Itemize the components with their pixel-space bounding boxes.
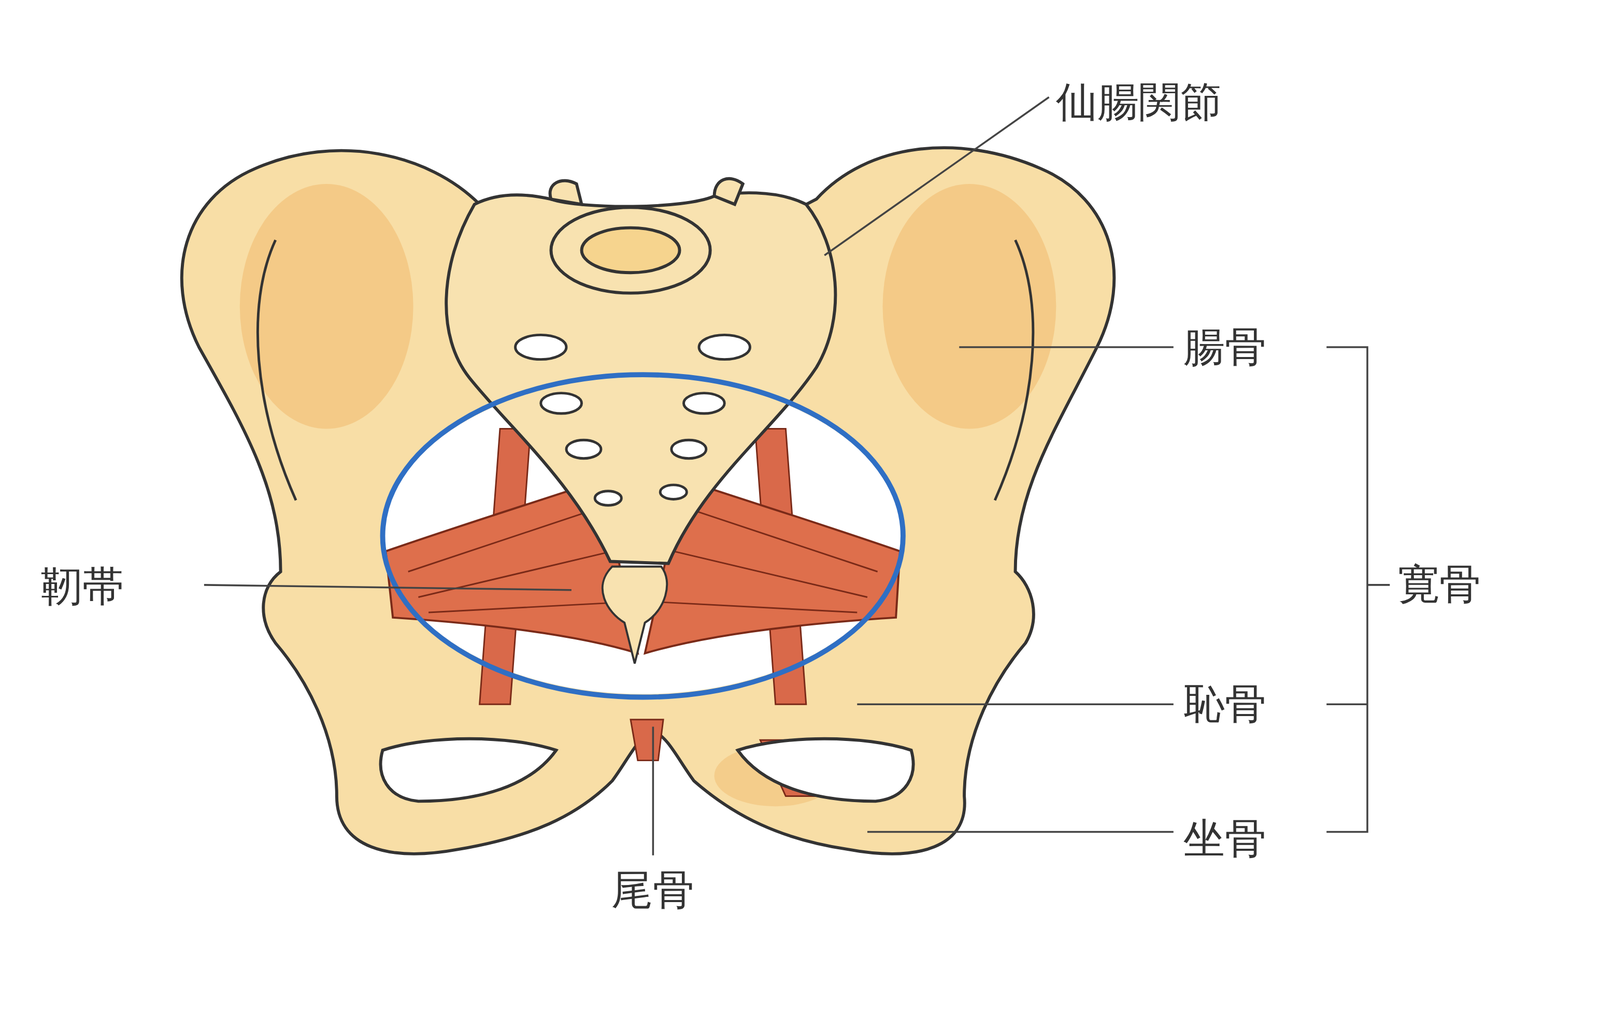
bone-label: 坐骨 bbox=[1183, 816, 1267, 862]
ilium-shade bbox=[239, 183, 414, 430]
hip-bone bbox=[181, 147, 1115, 854]
coccyx bbox=[602, 566, 667, 664]
vertebral-body bbox=[581, 227, 680, 274]
obturator-foramen bbox=[380, 738, 557, 802]
bone-label: 恥骨 bbox=[1183, 681, 1267, 727]
ilium-shade bbox=[882, 183, 1057, 430]
iliac-line bbox=[994, 239, 1034, 500]
sacrum bbox=[446, 192, 836, 564]
bracket bbox=[1326, 347, 1390, 832]
bone-group-label: 寛骨 bbox=[1397, 561, 1481, 608]
iliac-line bbox=[257, 239, 296, 500]
bone-label: 尾骨 bbox=[611, 867, 695, 913]
pelvic-inlet-outline bbox=[382, 374, 904, 697]
ligament-label: 靭帯 bbox=[40, 563, 124, 610]
obturator-foramen bbox=[737, 738, 914, 802]
sacral-foramen bbox=[515, 334, 751, 506]
leader-line bbox=[204, 97, 1174, 856]
bone-label: 腸骨 bbox=[1183, 324, 1267, 370]
joint-label: 仙腸関節 bbox=[1055, 79, 1222, 125]
sacral-process bbox=[550, 178, 744, 205]
vertebral-body bbox=[550, 207, 710, 293]
